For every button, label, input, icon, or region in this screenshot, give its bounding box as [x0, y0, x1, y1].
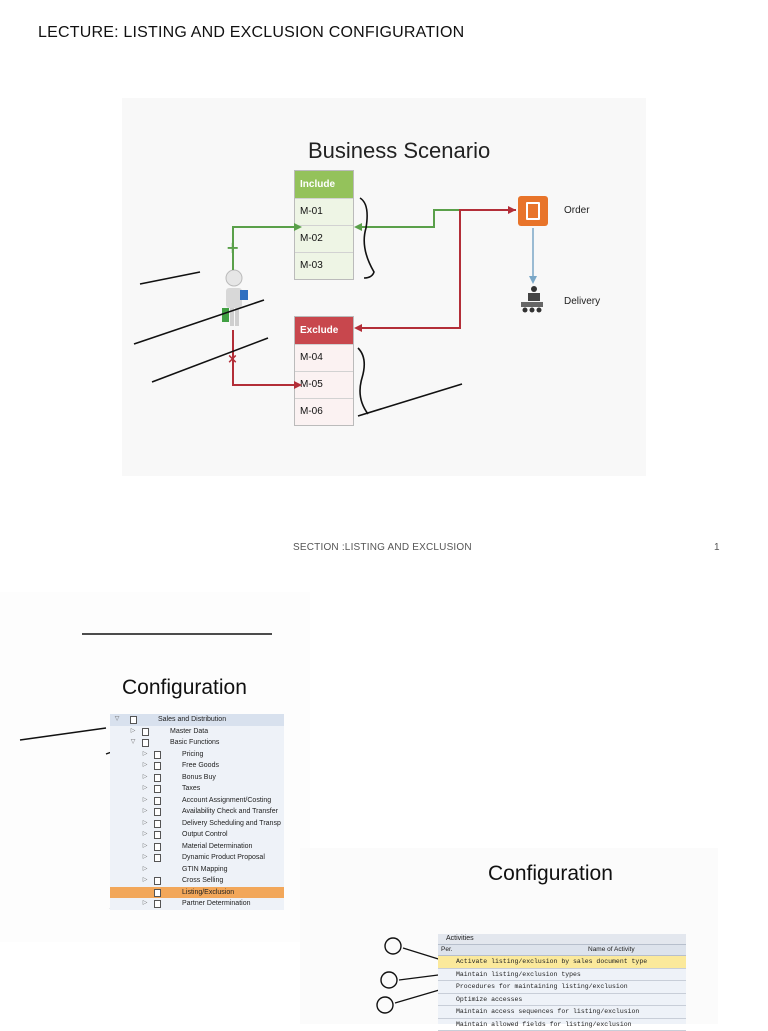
tree-item[interactable]: ▷ Master Data — [110, 726, 284, 738]
tree-item[interactable]: ▷ Account Assignment/Costing — [110, 795, 284, 807]
configuration-slide-activities: Configuration Activities Per. Name of Ac… — [300, 848, 718, 1024]
sap-img-tree: ▽ Sales and Distribution ▷ Master Data ▽… — [110, 714, 284, 910]
lecture-title: LECTURE: LISTING AND EXCLUSION CONFIGURA… — [38, 24, 464, 42]
col-performed: Per. — [441, 945, 453, 955]
tree-item[interactable]: ▽ Sales and Distribution — [110, 714, 284, 726]
activities-column-header: Per. Name of Activity — [438, 945, 686, 956]
page-number: 1 — [714, 542, 720, 553]
tree-item[interactable]: ▽ Basic Functions — [110, 737, 284, 749]
svg-text:×: × — [227, 352, 238, 367]
activities-title: Activities — [438, 934, 686, 945]
activity-row[interactable]: Procedures for maintaining listing/exclu… — [438, 981, 686, 994]
tree-item[interactable]: ▷ Delivery Scheduling and Transp — [110, 818, 284, 830]
tree-item[interactable]: ▷ Output Control — [110, 829, 284, 841]
section-footer: SECTION :LISTING AND EXCLUSION — [293, 542, 472, 553]
activity-row[interactable]: Maintain allowed fields for listing/excl… — [438, 1019, 686, 1031]
include-arrow — [233, 227, 294, 270]
exclude-arrow — [233, 330, 294, 385]
tree-item[interactable]: ▷ Bonus Buy — [110, 772, 284, 784]
configuration-slide-tree: Configuration ▽ Sales and Distribution ▷… — [0, 592, 310, 942]
activities-panel: Activities Per. Name of Activity Activat… — [438, 934, 686, 1024]
customer-figure-icon — [222, 270, 248, 326]
tree-item[interactable]: ▷ Taxes — [110, 783, 284, 795]
business-scenario-slide: Business Scenario Include M-01 M-02 M-03… — [122, 98, 646, 476]
tree-item[interactable]: ▷ Availability Check and Transfer — [110, 806, 284, 818]
tree-item[interactable]: ▷ Dynamic Product Proposal — [110, 852, 284, 864]
tree-item[interactable]: ▷ Material Determination — [110, 841, 284, 853]
tree-item[interactable]: ▷ GTIN Mapping — [110, 864, 284, 876]
activity-row[interactable]: Maintain listing/exclusion types — [438, 969, 686, 982]
tree-item[interactable]: ▷ Pricing — [110, 749, 284, 761]
activity-row[interactable]: Activate listing/exclusion by sales docu… — [438, 956, 686, 969]
activity-row[interactable]: Optimize accesses — [438, 994, 686, 1007]
tree-item-listing-exclusion[interactable]: Listing/Exclusion — [110, 887, 284, 899]
svg-text:+: + — [226, 238, 239, 257]
activity-row[interactable]: Maintain access sequences for listing/ex… — [438, 1006, 686, 1019]
tree-item[interactable]: ▷ Partner Determination — [110, 898, 284, 910]
col-name: Name of Activity — [588, 945, 635, 955]
tree-item[interactable]: ▷ Cross Selling — [110, 875, 284, 887]
tree-item[interactable]: ▷ Free Goods — [110, 760, 284, 772]
scenario-diagram: + × — [122, 98, 646, 476]
